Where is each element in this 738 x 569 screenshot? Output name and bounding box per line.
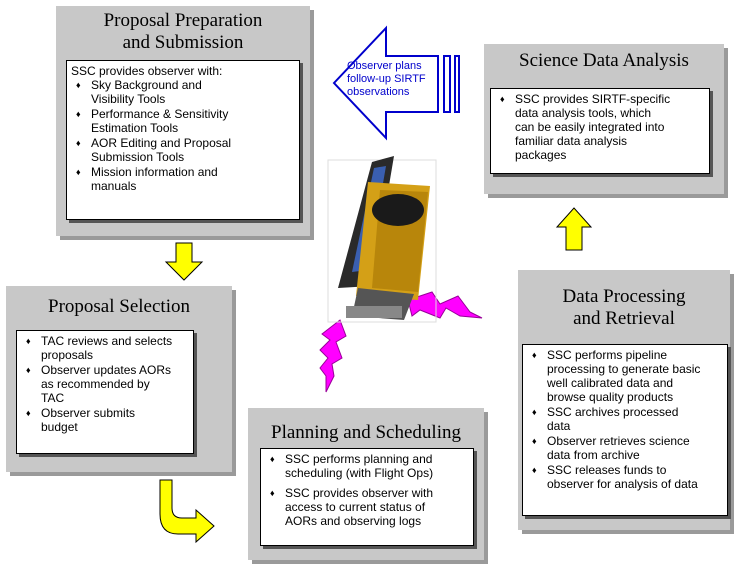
list-item-text: SSC provides observer with access to cur…: [285, 486, 434, 528]
data-processing-panel: Data Processing and Retrieval ♦ SSC perfo…: [518, 270, 730, 530]
bullet-icon: ♦: [76, 109, 81, 119]
planning-scheduling-title: Planning and Scheduling: [271, 422, 461, 443]
bullet-icon: ♦: [76, 138, 81, 148]
list-item-text: Mission information and manuals: [91, 165, 218, 193]
list-item: ♦ Observer retrieves science data from ar…: [527, 434, 723, 462]
bullet-icon: ♦: [270, 488, 275, 498]
list-item-text: SSC provides SIRTF-specific data analysi…: [515, 92, 671, 162]
bullet-icon: ♦: [26, 365, 31, 375]
list-item: ♦ SSC provides observer with access to cu…: [265, 486, 469, 528]
left-arrow-icon: [332, 25, 460, 141]
followup-arrow-label: Observer plans follow-up SIRTF observati…: [347, 60, 426, 98]
planning-scheduling-box: ♦ SSC performs planning and scheduling (w…: [260, 448, 474, 546]
bullet-icon: ♦: [500, 94, 505, 104]
down-arrow-icon: [164, 242, 204, 281]
curved-arrow-icon: [159, 479, 215, 544]
list-item: ♦ TAC reviews and selects proposals: [21, 334, 189, 362]
up-arrow-icon: [555, 207, 593, 251]
proposal-preparation-panel: Proposal Preparation and Submission SSC …: [56, 6, 310, 236]
data-processing-box: ♦ SSC performs pipeline processing to gen…: [522, 344, 728, 516]
list-item-text: Performance & Sensitivity Estimation Too…: [91, 107, 229, 135]
science-data-analysis-panel: Science Data Analysis ♦ SSC provides SIRT…: [484, 44, 724, 194]
proposal-preparation-title: Proposal Preparation and Submission: [103, 10, 263, 53]
proposal-selection-title: Proposal Selection: [48, 296, 190, 317]
list-item: ♦ Observer submits budget: [21, 406, 189, 434]
lightning-bolt-icon: [319, 319, 347, 393]
proposal-selection-box: ♦ TAC reviews and selects proposals ♦ Obse…: [16, 330, 194, 454]
bullet-icon: ♦: [26, 408, 31, 418]
proposal-selection-list: ♦ TAC reviews and selects proposals ♦ Obse…: [21, 334, 189, 434]
science-data-analysis-box: ♦ SSC provides SIRTF-specific data analys…: [490, 88, 710, 174]
list-item-text: Observer retrieves science data from arc…: [547, 434, 690, 462]
list-item-text: Observer updates AORs as recommended by …: [41, 363, 172, 405]
science-data-analysis-list: ♦ SSC provides SIRTF-specific data analys…: [495, 92, 705, 162]
data-processing-list: ♦ SSC performs pipeline processing to gen…: [527, 348, 723, 491]
list-item-text: TAC reviews and selects proposals: [41, 334, 173, 362]
proposal-selection-panel: Proposal Selection ♦ TAC reviews and sele…: [6, 286, 232, 472]
bullet-icon: ♦: [532, 407, 537, 417]
list-item: ♦ Performance & Sensitivity Estimation To…: [71, 107, 295, 135]
list-item: ♦ SSC releases funds to observer for anal…: [527, 463, 723, 491]
bullet-icon: ♦: [76, 167, 81, 177]
science-data-analysis-title: Science Data Analysis: [519, 50, 689, 71]
spacecraft-icon: [327, 156, 437, 323]
proposal-preparation-list: ♦ Sky Background and Visibility Tools ♦ Pe…: [71, 78, 295, 193]
list-item: ♦ Mission information and manuals: [71, 165, 295, 193]
bullet-icon: ♦: [26, 336, 31, 346]
proposal-preparation-intro: SSC provides observer with:: [71, 64, 223, 78]
list-item: ♦ SSC archives processed data: [527, 405, 723, 433]
list-item-text: SSC performs pipeline processing to gene…: [547, 348, 701, 404]
bullet-icon: ♦: [270, 454, 275, 464]
list-item: ♦ SSC performs pipeline processing to gen…: [527, 348, 723, 404]
list-item: ♦ SSC provides SIRTF-specific data analys…: [495, 92, 705, 162]
list-item-text: SSC archives processed data: [547, 405, 679, 433]
proposal-preparation-box: SSC provides observer with: ♦ Sky Backgro…: [66, 60, 300, 220]
bullet-icon: ♦: [532, 436, 537, 446]
list-item-text: AOR Editing and Proposal Submission Tool…: [91, 136, 232, 164]
planning-scheduling-panel: Planning and Scheduling ♦ SSC performs pl…: [248, 408, 484, 560]
data-processing-title: Data Processing and Retrieval: [562, 286, 686, 329]
list-item: ♦ SSC performs planning and scheduling (w…: [265, 452, 469, 480]
list-item: ♦ Observer updates AORs as recommended by…: [21, 363, 189, 405]
planning-scheduling-list: ♦ SSC performs planning and scheduling (w…: [265, 452, 469, 528]
lightning-bolt-icon: [407, 291, 483, 319]
list-item: ♦ Sky Background and Visibility Tools: [71, 78, 295, 106]
list-item-text: Sky Background and Visibility Tools: [91, 78, 202, 106]
list-item: ♦ AOR Editing and Proposal Submission Too…: [71, 136, 295, 164]
bullet-icon: ♦: [532, 350, 537, 360]
list-item-text: SSC releases funds to observer for analy…: [547, 463, 698, 491]
list-item-text: Observer submits budget: [41, 406, 136, 434]
bullet-icon: ♦: [76, 80, 81, 90]
list-item-text: SSC performs planning and scheduling (wi…: [285, 452, 434, 480]
bullet-icon: ♦: [532, 465, 537, 475]
